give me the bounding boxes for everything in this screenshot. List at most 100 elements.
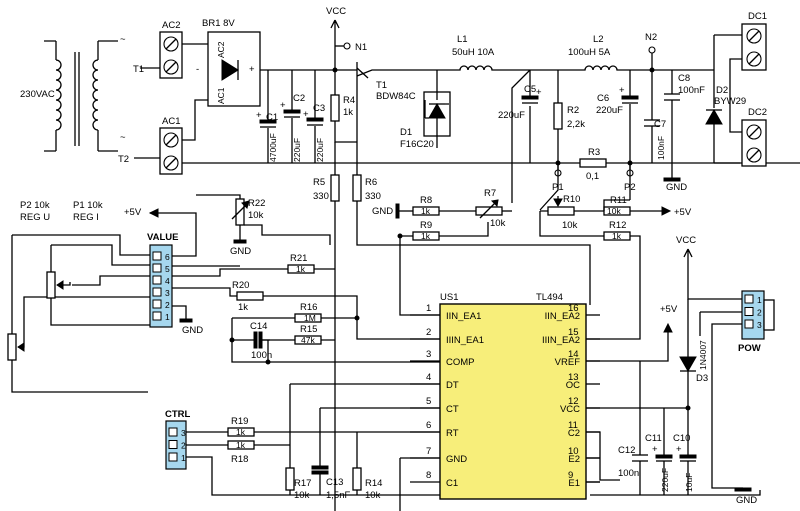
svg-text:10k: 10k bbox=[248, 210, 264, 221]
ic-pin-name: OC bbox=[566, 380, 580, 391]
svg-text:47k: 47k bbox=[301, 335, 315, 345]
ic-pin-number: 8 bbox=[426, 470, 431, 481]
svg-text:T1: T1 bbox=[376, 80, 387, 91]
cap-c12: C12 100n bbox=[618, 361, 648, 495]
ic-gnd-wire bbox=[399, 457, 440, 511]
svg-text:GND: GND bbox=[230, 246, 251, 257]
svg-text:R17: R17 bbox=[294, 478, 311, 489]
header-pin-number: 1 bbox=[181, 453, 186, 463]
ic-pin-number: 1 bbox=[426, 303, 431, 314]
inductor-l2: L2 100uH 5A bbox=[560, 34, 714, 71]
header-pin-pad bbox=[168, 452, 178, 462]
svg-text:1k: 1k bbox=[236, 427, 246, 437]
ic-pin-number: 13 bbox=[568, 372, 579, 383]
svg-text:220uF: 220uF bbox=[315, 138, 325, 162]
gnd-r8: GND bbox=[372, 203, 413, 219]
ic-pin-name: RT bbox=[446, 428, 459, 439]
header-pin-pad bbox=[152, 287, 162, 297]
header-pin-number: 2 bbox=[757, 308, 762, 318]
svg-text:C10: C10 bbox=[673, 433, 690, 444]
svg-text:R18: R18 bbox=[231, 454, 248, 465]
cap-c6: C6 220uF + bbox=[596, 70, 639, 163]
svg-text:C7: C7 bbox=[654, 119, 666, 130]
svg-text:2,2k: 2,2k bbox=[567, 119, 585, 130]
svg-text:1M: 1M bbox=[304, 313, 316, 323]
svg-text:330: 330 bbox=[365, 191, 381, 202]
svg-text:R3: R3 bbox=[588, 147, 600, 158]
svg-text:+: + bbox=[303, 109, 309, 120]
svg-text:R19: R19 bbox=[231, 416, 248, 427]
svg-text:+5V: +5V bbox=[660, 304, 678, 315]
cap-c13: C13 1,5nF bbox=[311, 407, 440, 501]
ic-pin-name: E2 bbox=[568, 454, 580, 465]
svg-text:10k: 10k bbox=[607, 206, 621, 216]
svg-text:+: + bbox=[536, 87, 542, 98]
inductor-l1: L1 50uH 10A bbox=[410, 34, 560, 71]
resistor-r12: R12 1k bbox=[586, 163, 641, 340]
resistor-r16: R16 1M bbox=[232, 302, 360, 323]
svg-text:+: + bbox=[280, 100, 286, 111]
ic-pin-number: 6 bbox=[426, 420, 431, 431]
mains-label: 230VAC bbox=[20, 89, 55, 100]
diode-d3: VCC 1N4007 D3 bbox=[676, 235, 730, 411]
svg-text:TL494: TL494 bbox=[536, 292, 563, 303]
header-pin-pad bbox=[168, 427, 178, 437]
resistor-r4: R4 1k bbox=[330, 70, 357, 143]
diode-d1: D1 F16C20 bbox=[400, 70, 451, 150]
svg-text:1k: 1k bbox=[421, 231, 431, 241]
resistor-r6: R6 330 bbox=[352, 142, 591, 305]
ic-right-wiring: +5V bbox=[586, 304, 690, 483]
pot-r7: R7 10k bbox=[475, 188, 512, 229]
ic-pin-number: 16 bbox=[568, 303, 579, 314]
svg-text:US1: US1 bbox=[440, 292, 458, 303]
svg-text:BDW84C: BDW84C bbox=[376, 91, 416, 102]
header-pin-pad bbox=[744, 307, 754, 316]
svg-text:1k: 1k bbox=[238, 302, 248, 313]
header-pin-number: 2 bbox=[181, 441, 186, 451]
ic-pin-name: IIIN_EA1 bbox=[446, 335, 484, 346]
header-pin-number: 3 bbox=[757, 320, 762, 330]
header-pin-number: 2 bbox=[165, 300, 170, 310]
header-pin-pad bbox=[152, 263, 162, 273]
svg-text:N1: N1 bbox=[355, 42, 367, 53]
pow-header: POW 123 bbox=[699, 290, 775, 354]
svg-text:1k: 1k bbox=[421, 206, 431, 216]
resistor-r21: R21 1k bbox=[274, 253, 335, 274]
svg-text:C6: C6 bbox=[597, 93, 609, 104]
resistor-r5: R5 330 bbox=[313, 142, 340, 511]
svg-text:-: - bbox=[196, 64, 199, 75]
cap-c8: C8 100nF GND bbox=[663, 70, 705, 193]
cap-c7: C7 100nF bbox=[644, 70, 666, 163]
svg-text:220uF: 220uF bbox=[596, 105, 623, 116]
svg-text:100n: 100n bbox=[618, 468, 639, 479]
pot-r10: R10 10k bbox=[539, 194, 604, 237]
svg-text:N2: N2 bbox=[645, 32, 657, 43]
ctrl-header: CTRL 321 bbox=[165, 409, 440, 496]
svg-text:REG I: REG I bbox=[73, 212, 99, 223]
svg-text:R2: R2 bbox=[567, 105, 579, 116]
svg-text:C11: C11 bbox=[645, 433, 662, 444]
svg-text:C13: C13 bbox=[326, 477, 343, 488]
n2-node: N2 bbox=[645, 32, 657, 73]
svg-text:P1 10k: P1 10k bbox=[73, 200, 103, 211]
ic-pin-name: IIN_EA1 bbox=[446, 311, 481, 322]
ic-pin-name: COMP bbox=[446, 357, 475, 368]
svg-text:R21: R21 bbox=[290, 253, 307, 264]
svg-text:L1: L1 bbox=[457, 34, 468, 45]
svg-text:C2: C2 bbox=[293, 93, 305, 104]
svg-text:BR1 8V: BR1 8V bbox=[202, 18, 235, 29]
svg-text:10k: 10k bbox=[562, 220, 578, 231]
cap-c14: C14 100n bbox=[229, 318, 440, 365]
bridge-rectifier: BR1 8V AC2 AC1 + - bbox=[182, 18, 800, 164]
bottom-gnd: GND bbox=[711, 323, 757, 506]
ic-pin-number: 15 bbox=[568, 327, 579, 338]
header-pin-pad bbox=[152, 311, 162, 321]
svg-text:D1: D1 bbox=[400, 127, 412, 138]
header-pin-number: 4 bbox=[165, 276, 170, 286]
svg-text:R7: R7 bbox=[484, 188, 496, 199]
svg-text:F16C20: F16C20 bbox=[400, 139, 434, 150]
svg-text:100nF: 100nF bbox=[656, 136, 666, 160]
ic-pin-name: VCC bbox=[560, 404, 580, 415]
svg-text:R10: R10 bbox=[563, 194, 580, 205]
